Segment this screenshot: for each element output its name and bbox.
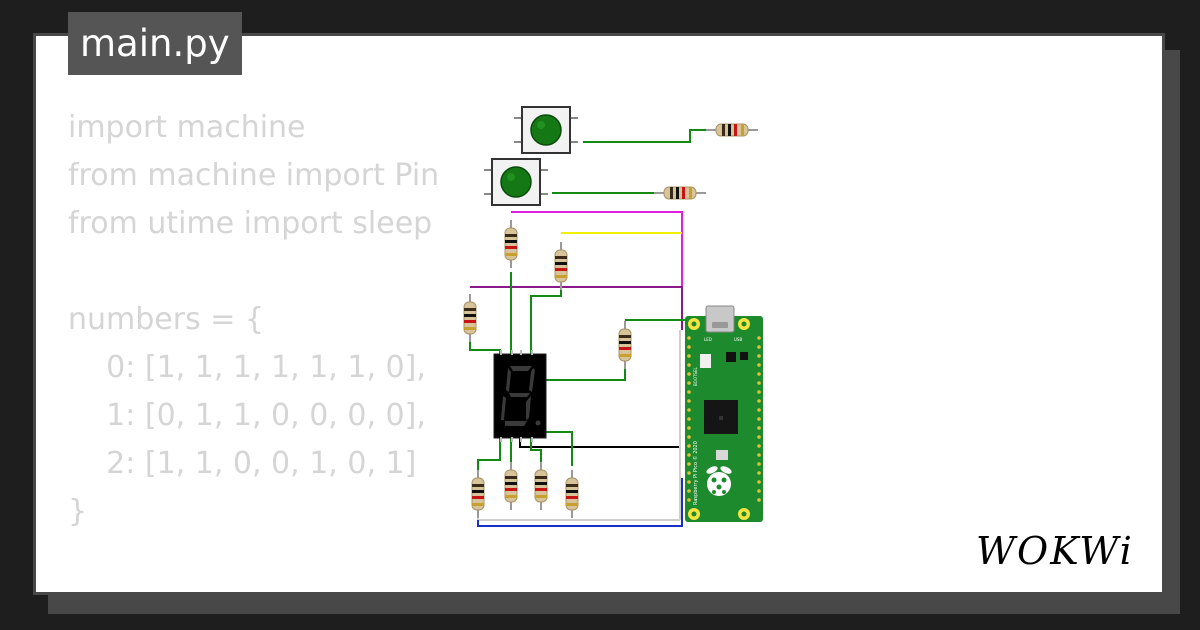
raspberry-pi-pico-board: USB LED BOOTSEL Raspberry Pi Pico © 2020: [685, 305, 763, 522]
resistor: [565, 469, 579, 519]
code-line: 2: [1, 1, 0, 0, 1, 0, 1]: [68, 446, 417, 481]
seven-segment-display: [493, 350, 547, 442]
code-line: }: [68, 494, 88, 529]
board-name-label: Raspberry Pi Pico © 2020: [692, 441, 699, 505]
resistor: [504, 219, 518, 269]
wokwi-logo-text: WOKWi: [976, 529, 1134, 573]
board-usb-label: USB: [734, 337, 742, 342]
resistor: [471, 469, 485, 519]
code-line: numbers = {: [68, 302, 265, 337]
resistor: [504, 461, 518, 511]
push-button-2[interactable]: [483, 158, 549, 206]
resistor: [534, 461, 548, 511]
board-bootsel-label: BOOTSEL: [693, 367, 698, 386]
push-button-1[interactable]: [513, 106, 579, 154]
resistor: [463, 293, 477, 343]
project-card: import machine from machine import Pin fro…: [33, 33, 1165, 595]
resistor: [653, 186, 707, 200]
file-tab[interactable]: main.py: [68, 12, 242, 75]
resistor: [618, 320, 632, 370]
code-line: from utime import sleep: [68, 206, 433, 241]
code-line: from machine import Pin: [68, 158, 440, 193]
board-led-label: LED: [704, 337, 712, 342]
usb-port-icon: [705, 305, 735, 333]
code-line: 1: [0, 1, 1, 0, 0, 0, 0],: [68, 398, 426, 433]
circuit-diagram: USB LED BOOTSEL Raspberry Pi Pico © 2020: [463, 106, 763, 527]
resistor: [554, 241, 568, 291]
code-line: 0: [1, 1, 1, 1, 1, 1, 0],: [68, 350, 426, 385]
code-preview: import machine from machine import Pin fro…: [68, 104, 439, 536]
file-tab-title: main.py: [80, 22, 230, 65]
wokwi-logo: WOKWi: [976, 529, 1134, 573]
resistor: [705, 123, 759, 137]
code-line: import machine: [68, 110, 306, 145]
